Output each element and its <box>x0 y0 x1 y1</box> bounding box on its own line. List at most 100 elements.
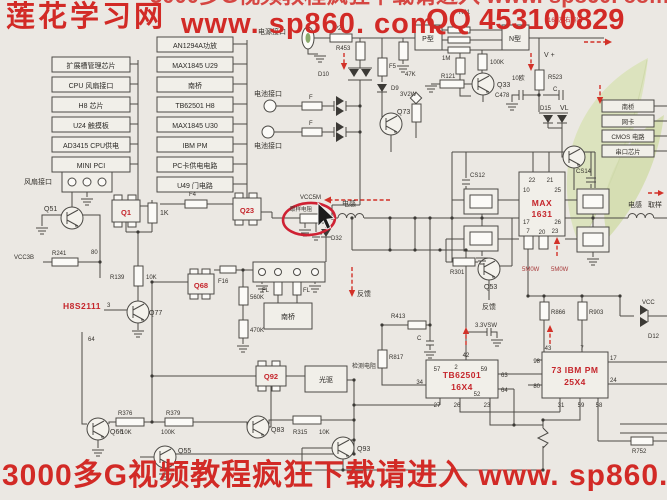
ibm-pin: 59 <box>578 403 585 409</box>
max-pin: 10 <box>523 188 530 194</box>
label-guangqu: 光驱 <box>319 375 333 384</box>
site-url: www. sp860. com <box>181 8 437 40</box>
label-power-jack: 电源接口 <box>258 27 286 36</box>
label-vcc3b: VCC3B <box>14 255 34 261</box>
label-vplus: V + <box>544 52 555 59</box>
label-fl1: FL <box>262 288 270 294</box>
label-5m0w-b: 5M0W <box>551 267 569 273</box>
label-10k-a: 10K <box>146 275 157 281</box>
ibm-pin: 17 <box>610 356 617 362</box>
chip-ibm-l1: 73 IBM PM <box>551 365 598 375</box>
red-annotations <box>281 38 664 345</box>
max-pin: 25 <box>554 188 561 194</box>
tb-pin: 57 <box>434 367 441 373</box>
label-1k: 1K <box>160 210 169 217</box>
label-inductor-2: 电感 <box>628 200 642 209</box>
label-c-b: C <box>417 336 422 342</box>
max-pin: 20 <box>539 230 546 236</box>
label-r241: R241 <box>52 251 67 257</box>
transistor-q51 <box>60 206 84 230</box>
label-q33: Q33 <box>497 82 510 89</box>
label-q73: Q73 <box>397 109 410 116</box>
tb-pin: 27 <box>434 403 441 409</box>
label-d15: D15 <box>540 106 552 112</box>
label-f16: F16 <box>218 279 229 285</box>
pn-mosfet-blocks <box>414 24 530 51</box>
label-sample-resistor: 取样电阻 <box>290 205 313 213</box>
label-battery-2: 电池接口 <box>254 141 282 150</box>
label-q66: Q66 <box>110 429 123 436</box>
label-q55: Q55 <box>178 448 191 455</box>
max-pin: 21 <box>547 178 554 184</box>
h8-pin-64: 64 <box>88 337 95 343</box>
label-q23: Q23 <box>240 206 254 215</box>
label-10k-b: 10K <box>319 430 330 436</box>
label-q93: Q93 <box>357 446 370 453</box>
label-detect-resistor: 检测电阻 <box>352 362 376 370</box>
label-q1: Q1 <box>121 208 131 217</box>
label-33vsw: 3.3VSW <box>475 323 497 329</box>
bottom-chips <box>425 351 609 399</box>
ibm-pin: 80 <box>533 384 540 390</box>
h8-pin-3: 3 <box>107 303 111 309</box>
block-label: 串口芯片 <box>615 147 640 156</box>
label-sample-2: 取样 <box>648 200 662 209</box>
label-r817: R817 <box>389 355 404 361</box>
fan-connector: 风扇接口 <box>24 171 113 193</box>
label-560k: 560K <box>250 295 264 301</box>
block-column-mid: AN1294A功放 MAX1845 U29 南桥 TB62501 H8 MAX1… <box>156 36 234 193</box>
label-d12: D12 <box>648 334 660 340</box>
label-3v2w: 3V2W <box>400 92 417 98</box>
block-label: 扩展槽管理芯片 <box>67 61 116 70</box>
block-label: CMOS 电路 <box>611 132 645 141</box>
block-label: CPU 风扇接口 <box>69 81 114 90</box>
mosfet-chips <box>111 192 287 392</box>
max-pin: 26 <box>554 220 561 226</box>
label-q83: Q83 <box>271 427 284 434</box>
mouse-cursor[interactable] <box>317 201 336 230</box>
transistor-q73 <box>379 112 403 136</box>
passive-components <box>51 26 654 446</box>
block-label: 南桥 <box>622 102 635 111</box>
transistor-q83 <box>246 415 270 439</box>
fan-label: 风扇接口 <box>24 177 52 186</box>
label-r903: R903 <box>589 310 604 316</box>
label-c478: C478 <box>495 93 510 99</box>
block-column-left: 扩展槽管理芯片 CPU 风扇接口 H8 芯片 U24 触摸板 AD3415 CP… <box>51 56 131 173</box>
transistor-vl <box>562 145 586 169</box>
block-label: PC卡供电电路 <box>173 161 218 170</box>
block-label: TB62501 H8 <box>175 103 214 110</box>
fl-strip <box>252 261 348 393</box>
label-1m: 1M <box>442 56 450 62</box>
label-100k-b: 100K <box>161 430 175 436</box>
label-r139: R139 <box>110 275 125 281</box>
label-r21: R21 <box>459 10 471 16</box>
site-title: 莲花学习网 <box>6 1 167 33</box>
diodes-inductors <box>321 69 655 327</box>
ibm-pin: 98 <box>533 359 540 365</box>
max-pin: 23 <box>552 229 559 235</box>
transistor-q33 <box>471 72 495 96</box>
label-d10: D10 <box>318 72 330 78</box>
label-r376: R376 <box>118 411 133 417</box>
label-q77: Q77 <box>149 310 162 317</box>
label-vcc5m: VCC5M <box>300 195 321 201</box>
tb-pin: 34 <box>416 380 423 386</box>
tb-pin: 59 <box>481 367 488 373</box>
label-r315: R315 <box>293 430 308 436</box>
label-r752: R752 <box>632 449 647 455</box>
max-pin: 7 <box>526 229 530 235</box>
wires <box>41 29 667 473</box>
tb-pin: 42 <box>463 353 470 359</box>
max-pin: 22 <box>529 178 536 184</box>
block-label: 网卡 <box>622 117 635 126</box>
chip-tb-l1: TB62501 <box>443 370 481 380</box>
tb-pin: 63 <box>501 373 508 379</box>
label-feedback-1: 反馈 <box>357 289 371 298</box>
transistor-q93 <box>331 436 355 460</box>
label-nanqiao2: 南桥 <box>281 312 295 321</box>
label-d32: D32 <box>331 236 343 242</box>
block-label: MAX1845 U29 <box>172 63 218 70</box>
block-label: 南桥 <box>188 81 202 90</box>
